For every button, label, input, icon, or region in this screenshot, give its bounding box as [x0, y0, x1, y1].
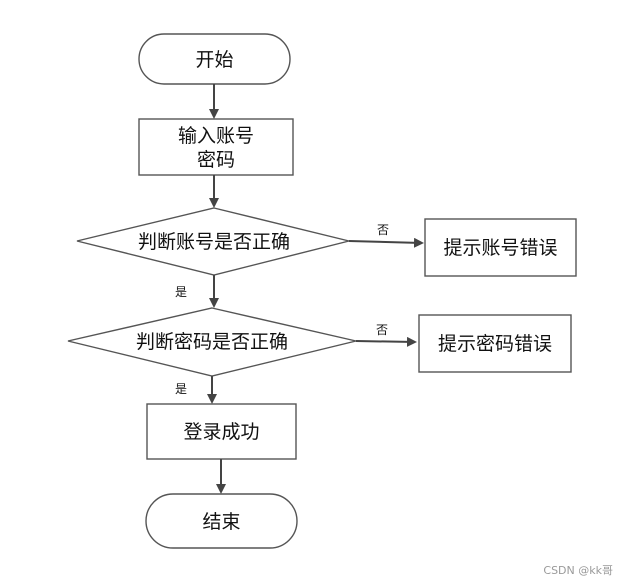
input-node: 输入账号 密码: [138, 118, 294, 176]
check-password-label: 判断密码是否正确: [136, 331, 288, 353]
input-label-line1: 输入账号: [178, 125, 254, 147]
input-label-line2: 密码: [197, 149, 235, 171]
end-label: 结束: [202, 511, 240, 533]
login-success-label: 登录成功: [183, 421, 259, 443]
edge-label-account-no: 否: [377, 223, 389, 237]
password-error-node: 提示密码错误: [418, 314, 572, 373]
edge-label-password-no: 否: [376, 323, 388, 337]
edge-label-password-yes: 是: [175, 382, 187, 396]
account-error-node: 提示账号错误: [424, 218, 577, 277]
start-node: 开始: [138, 33, 291, 85]
password-error-label: 提示密码错误: [438, 333, 552, 355]
check-account-label: 判断账号是否正确: [138, 231, 290, 253]
login-success-node: 登录成功: [146, 403, 297, 460]
watermark-text: CSDN @kk哥: [543, 564, 613, 577]
edge-label-account-yes: 是: [175, 285, 187, 299]
check-password-decision: 判断密码是否正确: [67, 307, 357, 377]
start-label: 开始: [195, 49, 233, 71]
check-account-decision: 判断账号是否正确: [76, 207, 350, 276]
edge-account-no: [348, 237, 424, 248]
end-node: 结束: [145, 493, 298, 549]
account-error-label: 提示账号错误: [443, 237, 557, 259]
edge-password-no: [355, 336, 417, 347]
